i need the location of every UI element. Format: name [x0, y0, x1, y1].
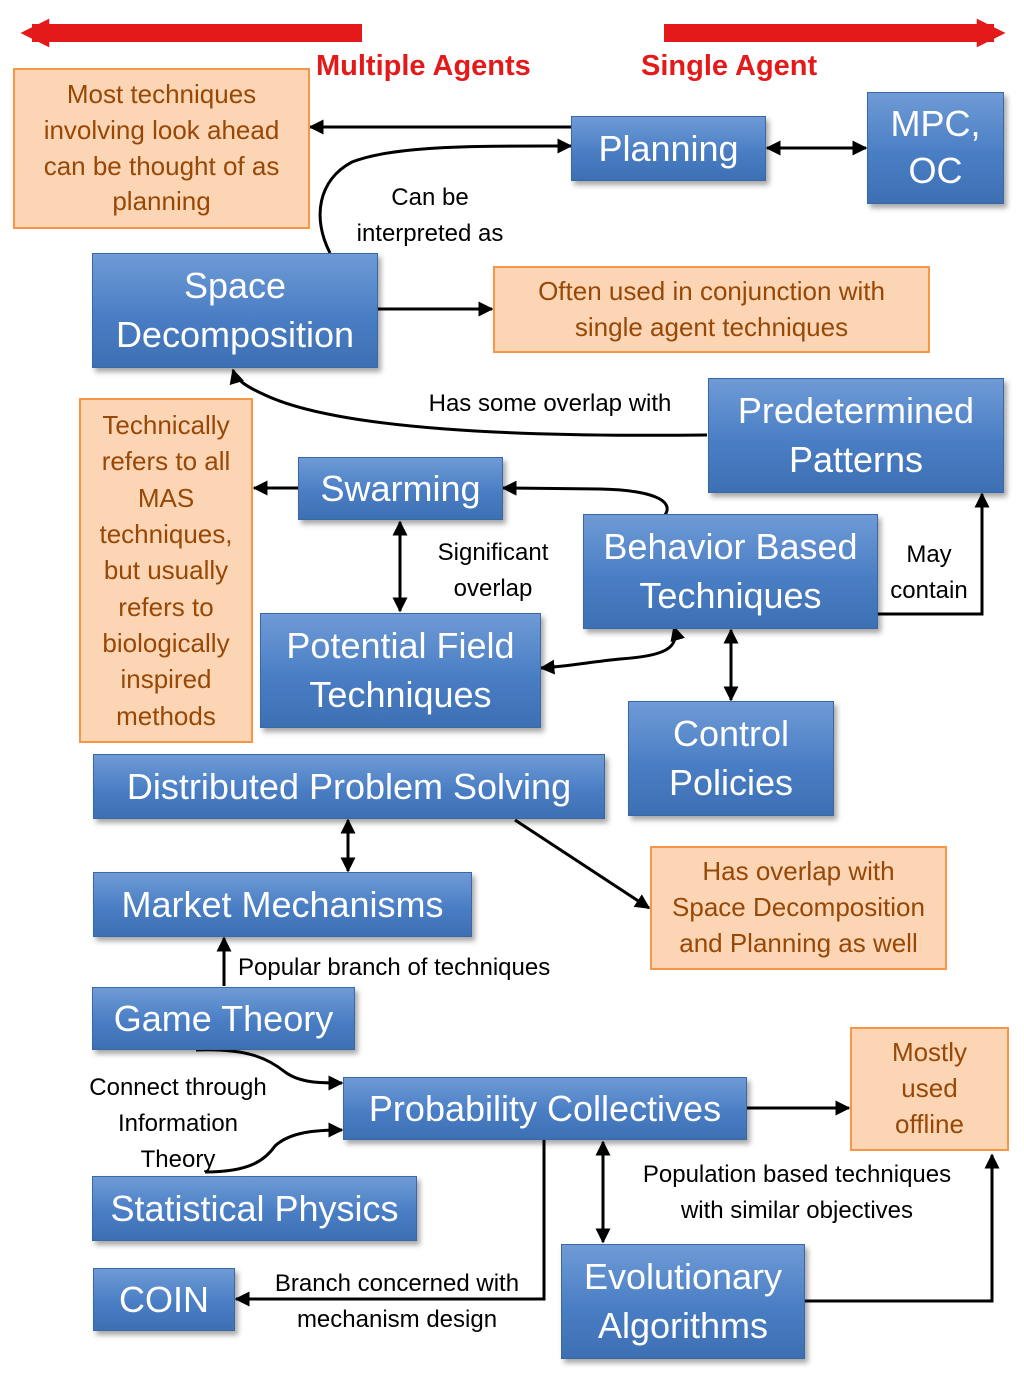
node-market-mechanisms: Market Mechanisms: [93, 872, 472, 937]
node-evolutionary-algorithms: Evolutionary Algorithms: [561, 1244, 805, 1359]
node-swarming: Swarming: [298, 457, 503, 520]
node-planning: Planning: [571, 116, 766, 181]
edge-patterns-to-space: [229, 368, 708, 437]
planning-note: Most techniques involving look ahead can…: [13, 68, 310, 229]
swarming-note: Technically refers to all MAS techniques…: [79, 398, 253, 743]
edge-evolutionary-to-note: [805, 1153, 1000, 1303]
dps-note: Has overlap with Space Decomposition and…: [650, 846, 947, 970]
label-has-some-overlap: Has some overlap with: [428, 390, 672, 417]
node-potential-field: Potential Field Techniques: [260, 613, 541, 728]
node-predetermined-patterns: Predetermined Patterns: [708, 378, 1004, 493]
label-may-contain: May contain: [890, 541, 968, 604]
node-statistical-physics: Statistical Physics: [92, 1176, 417, 1241]
multiple-agents-label: Multiple Agents: [316, 50, 531, 82]
node-coin: COIN: [93, 1268, 235, 1331]
node-game-theory: Game Theory: [92, 987, 355, 1050]
edge-behavior-to-swarming: [501, 480, 669, 516]
label-can-be-interpreted: Can be interpreted as: [356, 184, 504, 247]
node-space-decomposition: Space Decomposition: [92, 253, 378, 368]
node-behavior-based: Behavior Based Techniques: [583, 514, 878, 629]
node-control-policies: Control Policies: [628, 701, 834, 816]
node-distributed-problem-solving: Distributed Problem Solving: [93, 754, 605, 819]
node-mpc-oc: MPC, OC: [867, 92, 1004, 204]
node-probability-collectives: Probability Collectives: [343, 1077, 747, 1140]
pc-note: Mostly used offline: [850, 1027, 1009, 1151]
label-population-based: Population based techniques with similar…: [642, 1161, 952, 1224]
edge-game-to-pc: [195, 1048, 344, 1091]
label-connect-through: Connect through Information Theory: [89, 1074, 267, 1173]
edge-physics-to-pc: [204, 1122, 344, 1174]
edge-behavior-to-patterns: [878, 492, 990, 616]
edge-space-to-planning: [318, 138, 573, 254]
space-decomposition-note: Often used in conjunction with single ag…: [493, 266, 930, 353]
single-agent-label: Single Agent: [641, 50, 818, 82]
label-popular-branch: Popular branch of techniques: [238, 954, 551, 981]
edge-pc-to-coin: [234, 1140, 546, 1307]
edge-behavior-potential: [539, 625, 685, 675]
edge-dps-to-note: [514, 818, 651, 910]
label-significant-overlap: Significant overlap: [437, 539, 549, 602]
label-branch-mechanism: Branch concerned with mechanism design: [274, 1270, 520, 1333]
